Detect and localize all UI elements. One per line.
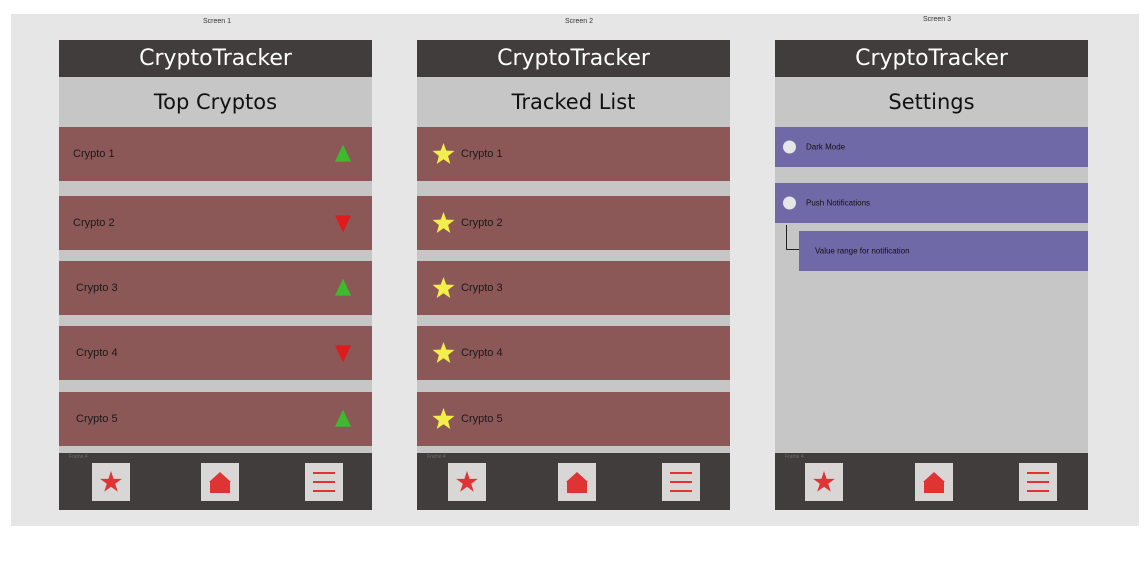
star-icon [813, 471, 835, 492]
screen-top-cryptos: CryptoTracker Top Cryptos Crypto 1 Crypt… [59, 40, 372, 510]
crypto-name: Crypto 5 [76, 413, 118, 425]
menu-button[interactable] [662, 463, 700, 501]
app-bar-title: CryptoTracker [417, 40, 730, 77]
frame-tag: Frame 4 [785, 454, 804, 460]
setting-label: Dark Mode [806, 142, 846, 152]
star-icon[interactable] [431, 211, 456, 235]
crypto-name: Crypto 2 [73, 217, 115, 229]
star-icon [100, 471, 122, 492]
home-icon [566, 472, 588, 493]
screen-tracked-list: CryptoTracker Tracked List Crypto 1 Cryp… [417, 40, 730, 510]
menu-icon [313, 472, 335, 492]
star-icon[interactable] [431, 276, 456, 300]
frame-tag: Frame 4 [69, 454, 88, 460]
star-icon[interactable] [431, 142, 456, 166]
favorites-button[interactable] [805, 463, 843, 501]
triangle-down-icon [335, 345, 351, 363]
page-title: Settings [888, 90, 975, 114]
setting-value-range[interactable]: Value range for notification [799, 231, 1088, 271]
dark-mode-toggle[interactable] [783, 140, 796, 154]
setting-push-notifications[interactable]: Push Notifications [775, 183, 1088, 223]
home-icon [923, 472, 945, 493]
crypto-row[interactable]: Crypto 5 [59, 392, 372, 446]
triangle-up-icon [335, 144, 351, 162]
menu-button[interactable] [1019, 463, 1057, 501]
crypto-name: Crypto 4 [76, 347, 118, 359]
bottom-nav: Frame 4 [59, 453, 372, 510]
push-notifications-toggle[interactable] [783, 196, 796, 210]
page-title: Top Cryptos [153, 90, 278, 114]
menu-icon [1027, 472, 1049, 492]
bottom-nav: Frame 4 [775, 453, 1088, 510]
crypto-name: Crypto 3 [76, 282, 118, 294]
tree-connector [786, 225, 800, 250]
design-canvas: Screen 1 Screen 2 Screen 3 CryptoTracker… [11, 14, 1139, 526]
favorites-button[interactable] [92, 463, 130, 501]
triangle-down-icon [335, 215, 351, 233]
home-button[interactable] [558, 463, 596, 501]
tracked-row[interactable]: Crypto 4 [417, 326, 730, 380]
tracked-row[interactable]: Crypto 2 [417, 196, 730, 250]
tracked-row[interactable]: Crypto 5 [417, 392, 730, 446]
star-icon[interactable] [431, 341, 456, 365]
page-title: Tracked List [511, 90, 636, 114]
triangle-up-icon [335, 278, 351, 296]
crypto-name: Crypto 5 [461, 413, 503, 425]
star-icon[interactable] [431, 407, 456, 431]
setting-label: Value range for notification [815, 246, 910, 256]
crypto-name: Crypto 3 [461, 282, 503, 294]
setting-dark-mode[interactable]: Dark Mode [775, 127, 1088, 167]
menu-button[interactable] [305, 463, 343, 501]
frame-tag: Frame 4 [427, 454, 446, 460]
crypto-name: Crypto 1 [73, 148, 115, 160]
crypto-row[interactable]: Crypto 4 [59, 326, 372, 380]
crypto-name: Crypto 4 [461, 347, 503, 359]
app-bar-title: CryptoTracker [775, 40, 1088, 77]
tracked-row[interactable]: Crypto 3 [417, 261, 730, 315]
crypto-row[interactable]: Crypto 1 [59, 127, 372, 181]
triangle-up-icon [335, 409, 351, 427]
home-button[interactable] [201, 463, 239, 501]
favorites-button[interactable] [448, 463, 486, 501]
app-bar-title: CryptoTracker [59, 40, 372, 77]
crypto-row[interactable]: Crypto 2 [59, 196, 372, 250]
setting-label: Push Notifications [806, 198, 871, 208]
bottom-nav: Frame 4 [417, 453, 730, 510]
screen-settings: CryptoTracker Settings Dark Mode Push No… [775, 40, 1088, 510]
crypto-name: Crypto 1 [461, 148, 503, 160]
home-icon [209, 472, 231, 493]
screen-1-label: Screen 1 [203, 18, 232, 25]
crypto-name: Crypto 2 [461, 217, 503, 229]
menu-icon [670, 472, 692, 492]
star-icon [456, 471, 478, 492]
crypto-row[interactable]: Crypto 3 [59, 261, 372, 315]
screen-2-label: Screen 2 [565, 18, 594, 25]
screen-3-label: Screen 3 [923, 16, 952, 23]
home-button[interactable] [915, 463, 953, 501]
tracked-row[interactable]: Crypto 1 [417, 127, 730, 181]
